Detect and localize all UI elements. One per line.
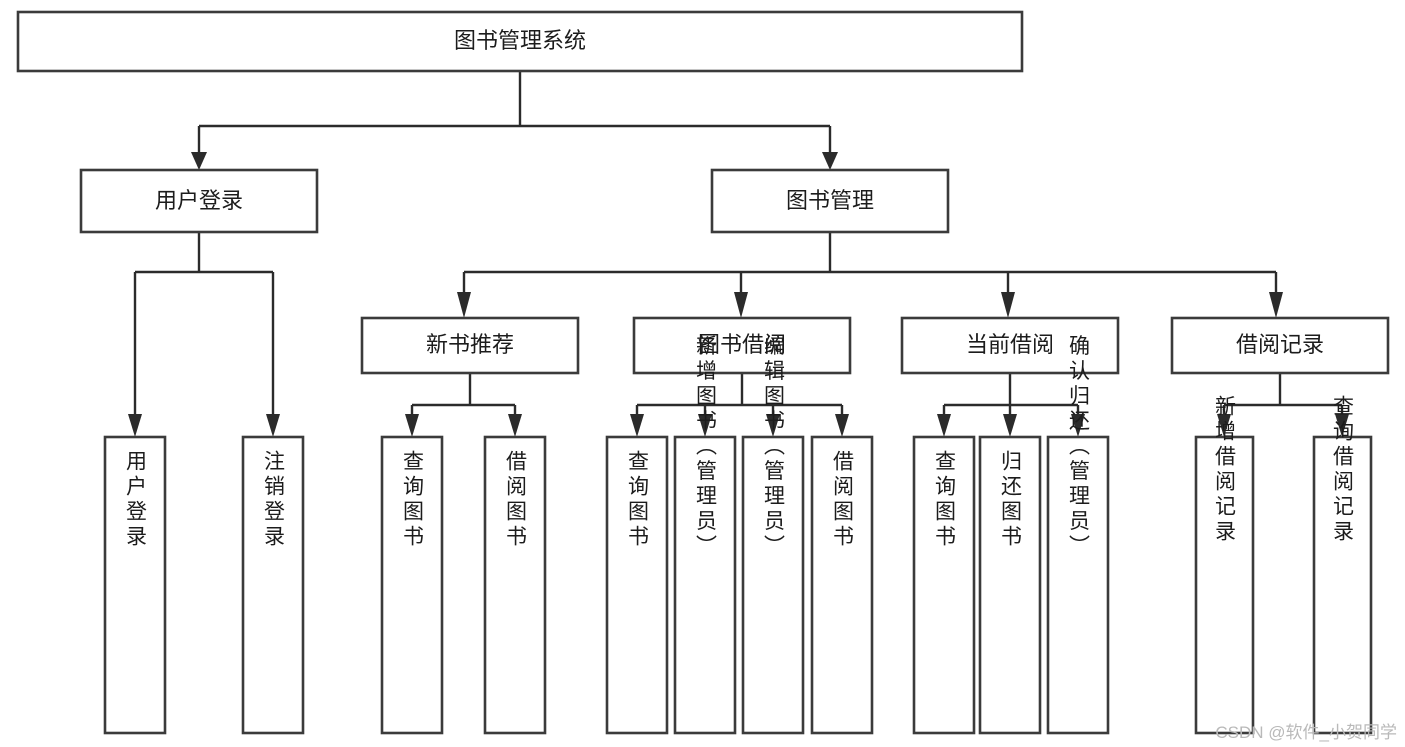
node-book-borrow-box[interactable] bbox=[632, 316, 852, 375]
arrowhead-leaf-logout bbox=[266, 414, 280, 437]
node-new-book-recommend[interactable]: 新书推荐 bbox=[360, 316, 580, 375]
node-current-borrow[interactable]: 当前借阅 bbox=[900, 316, 1120, 375]
arrowhead-user-login bbox=[191, 152, 207, 170]
leaf-add-borrow-record[interactable]: 新增借阅记录 bbox=[1194, 395, 1255, 735]
node-system-root[interactable]: 图书管理系统 bbox=[16, 10, 1024, 73]
arrowhead-leaf-confirm-return-admin bbox=[1071, 414, 1085, 437]
node-system-root-box[interactable] bbox=[16, 10, 1024, 73]
leaf-add-borrow-record-box[interactable] bbox=[1194, 435, 1255, 735]
leaf-query-book-2[interactable]: 查询图书 bbox=[605, 435, 669, 735]
leaf-borrow-book-2[interactable]: 借阅图书 bbox=[810, 435, 874, 735]
leaf-borrow-book-1-box[interactable] bbox=[483, 435, 547, 735]
leaf-logout[interactable]: 注销登录 bbox=[241, 435, 305, 735]
node-book-management[interactable]: 图书管理 bbox=[710, 168, 950, 234]
leaf-query-book-2-label: 查询图书 bbox=[626, 450, 650, 550]
arrowhead-leaf-query-borrow-record bbox=[1335, 414, 1349, 437]
node-book-management-box[interactable] bbox=[710, 168, 950, 234]
arrowhead-leaf-query-book-1 bbox=[405, 414, 419, 437]
leaf-logout-label: 注销登录 bbox=[262, 450, 286, 550]
leaf-query-book-2-box[interactable] bbox=[605, 435, 669, 735]
leaf-add-book-admin-label: 新增图书（管理员） bbox=[694, 335, 718, 560]
leaf-confirm-return-admin[interactable]: 确认归还（管理员） bbox=[1046, 335, 1110, 735]
node-borrow-record-box[interactable] bbox=[1170, 316, 1390, 375]
arrowhead-leaf-edit-book-admin bbox=[766, 414, 780, 437]
leaf-user-login-label: 用户登录 bbox=[124, 450, 148, 550]
arrowhead-new-book-recommend bbox=[457, 292, 471, 318]
arrowhead-book-borrow bbox=[734, 292, 748, 318]
node-user-login[interactable]: 用户登录 bbox=[79, 168, 319, 234]
leaf-borrow-book-2-box[interactable] bbox=[810, 435, 874, 735]
leaf-return-book[interactable]: 归还图书 bbox=[978, 435, 1042, 735]
arrowhead-leaf-add-borrow-record bbox=[1217, 414, 1231, 437]
node-new-book-recommend-label: 新书推荐 bbox=[426, 332, 514, 357]
node-borrow-record[interactable]: 借阅记录 bbox=[1170, 316, 1390, 375]
leaf-query-book-3[interactable]: 查询图书 bbox=[912, 435, 976, 735]
leaf-confirm-return-admin-label: 确认归还（管理员） bbox=[1067, 335, 1091, 560]
arrowhead-leaf-borrow-book-2 bbox=[835, 414, 849, 437]
node-borrow-record-label: 借阅记录 bbox=[1236, 332, 1324, 357]
node-book-borrow[interactable]: 图书借阅 bbox=[632, 316, 852, 375]
node-new-book-recommend-box[interactable] bbox=[360, 316, 580, 375]
node-current-borrow-box[interactable] bbox=[900, 316, 1120, 375]
leaf-query-book-1-box[interactable] bbox=[380, 435, 444, 735]
leaf-borrow-book-1[interactable]: 借阅图书 bbox=[483, 435, 547, 735]
arrowhead-leaf-add-book-admin bbox=[698, 414, 712, 437]
leaf-return-book-box[interactable] bbox=[978, 435, 1042, 735]
edge-layer bbox=[128, 71, 1349, 437]
leaf-borrow-book-1-label: 借阅图书 bbox=[504, 450, 528, 550]
leaf-user-login[interactable]: 用户登录 bbox=[103, 435, 167, 735]
node-user-login-box[interactable] bbox=[79, 168, 319, 234]
leaf-query-book-3-box[interactable] bbox=[912, 435, 976, 735]
leaf-edit-book-admin[interactable]: 编辑图书（管理员） bbox=[741, 335, 805, 735]
leaf-add-book-admin[interactable]: 新增图书（管理员） bbox=[673, 335, 737, 735]
leaf-add-book-admin-box[interactable] bbox=[673, 435, 737, 735]
leaf-query-borrow-record[interactable]: 查询借阅记录 bbox=[1312, 395, 1373, 735]
node-current-borrow-label: 当前借阅 bbox=[966, 332, 1054, 357]
leaf-user-login-box[interactable] bbox=[103, 435, 167, 735]
arrowhead-leaf-borrow-book-1 bbox=[508, 414, 522, 437]
node-book-management-label: 图书管理 bbox=[786, 188, 874, 213]
leaf-query-borrow-record-label: 查询借阅记录 bbox=[1331, 395, 1355, 545]
arrowhead-book-management bbox=[822, 152, 838, 170]
node-book-borrow-label: 图书借阅 bbox=[698, 332, 786, 357]
leaf-borrow-book-2-label: 借阅图书 bbox=[831, 450, 855, 550]
csdn-watermark: CSDN @软件_小贺同学 bbox=[1215, 723, 1397, 742]
leaf-query-book-1[interactable]: 查询图书 bbox=[380, 435, 444, 735]
leaf-return-book-label: 归还图书 bbox=[999, 450, 1023, 550]
arrowhead-leaf-query-book-3 bbox=[937, 414, 951, 437]
leaf-query-book-1-label: 查询图书 bbox=[401, 450, 425, 550]
leaf-query-book-3-label: 查询图书 bbox=[933, 450, 957, 550]
node-system-root-label: 图书管理系统 bbox=[454, 28, 586, 53]
arrowhead-current-borrow bbox=[1001, 292, 1015, 318]
arrowhead-borrow-record bbox=[1269, 292, 1283, 318]
leaf-add-borrow-record-label: 新增借阅记录 bbox=[1213, 395, 1237, 545]
leaf-edit-book-admin-label: 编辑图书（管理员） bbox=[762, 335, 786, 560]
arrowhead-leaf-user-login bbox=[128, 414, 142, 437]
leaf-logout-box[interactable] bbox=[241, 435, 305, 735]
leaf-confirm-return-admin-box[interactable] bbox=[1046, 435, 1110, 735]
leaf-query-borrow-record-box[interactable] bbox=[1312, 435, 1373, 735]
leaf-edit-book-admin-box[interactable] bbox=[741, 435, 805, 735]
node-user-login-label: 用户登录 bbox=[155, 188, 243, 213]
arrowhead-leaf-query-book-2 bbox=[630, 414, 644, 437]
arrowhead-leaf-return-book bbox=[1003, 414, 1017, 437]
